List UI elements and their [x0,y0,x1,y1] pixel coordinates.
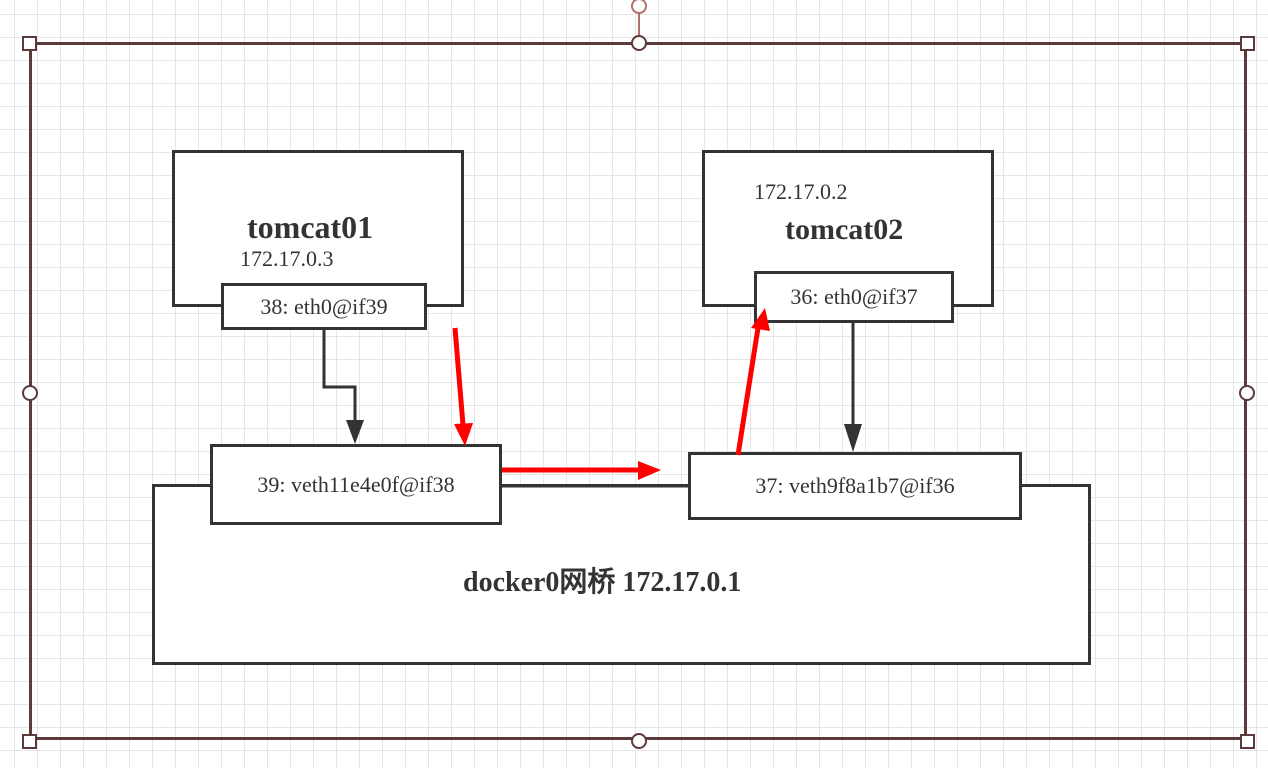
tomcat01-container[interactable] [172,150,464,307]
tomcat01-name: tomcat01 [247,209,374,245]
veth-left-box[interactable]: 39: veth11e4e0f@if38 [210,444,502,525]
veth-right-box[interactable]: 37: veth9f8a1b7@if36 [688,452,1022,520]
tomcat01-eth0-label: 38: eth0@if39 [260,294,388,319]
tomcat02-eth0-box[interactable]: 36: eth0@if37 [754,271,954,323]
tomcat02-eth0-label: 36: eth0@if37 [790,284,918,309]
bridge-label: docker0网桥 172.17.0.1 [463,567,742,598]
tomcat02-name: tomcat02 [785,213,904,246]
tomcat02-ip: 172.17.0.2 [754,179,848,204]
rotate-handle [631,0,647,14]
tomcat01-eth0-box[interactable]: 38: eth0@if39 [221,283,427,330]
veth-left-label: 39: veth11e4e0f@if38 [257,472,455,497]
veth-right-label: 37: veth9f8a1b7@if36 [755,473,955,498]
tomcat01-ip: 172.17.0.3 [240,246,334,271]
